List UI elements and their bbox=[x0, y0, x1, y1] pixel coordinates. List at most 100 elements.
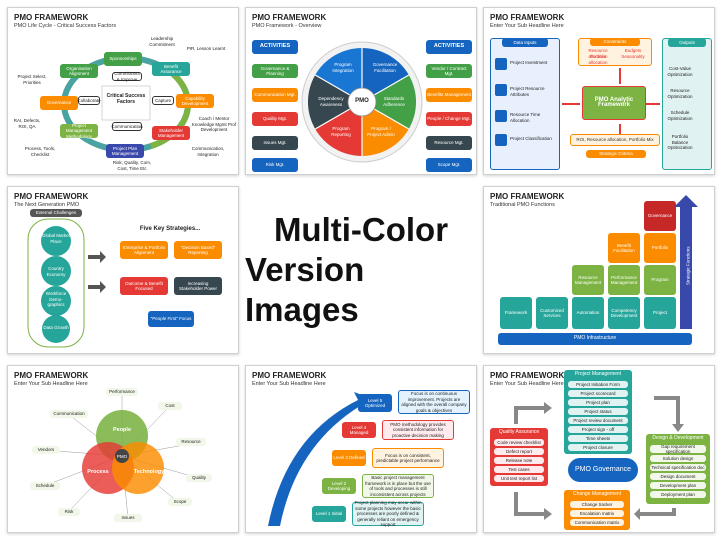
level-desc: Project planning may occur within some p… bbox=[352, 500, 424, 527]
input-item: Project Resource Attributes bbox=[510, 86, 545, 97]
analytic-framework-core: PMO Analytic Framework bbox=[582, 86, 646, 120]
venn-label: Technology bbox=[133, 469, 165, 475]
function-block: Portfolio bbox=[644, 233, 676, 263]
cm-header: Change Management bbox=[572, 491, 622, 497]
constraint-item: Budgets bbox=[624, 48, 642, 53]
slide-analytic-framework[interactable]: PMO FRAMEWORK Enter Your Sub Headline He… bbox=[483, 7, 715, 175]
outputs-header: Outputs bbox=[668, 38, 706, 47]
pmo-infrastructure-base: PMO Infrastructure bbox=[498, 333, 692, 345]
activity-left: Quality Mgt. bbox=[252, 112, 298, 126]
ring-node: Benefit Assurance bbox=[152, 62, 190, 76]
outer-tag: Vendors bbox=[32, 446, 60, 454]
level-desc: Basic project management framework is in… bbox=[362, 474, 434, 498]
wheel-hub: PMO bbox=[355, 98, 369, 104]
pm-item: Project scorecard bbox=[568, 390, 628, 397]
challenge-circle: Workforce Demo-graphics bbox=[45, 291, 67, 307]
ring-node: Capability Development bbox=[176, 94, 214, 108]
pm-item: Project closure bbox=[568, 444, 628, 451]
ring-node: Stakeholder Management bbox=[152, 126, 190, 140]
outer-label: Coach / Mentor Knowledge Mgmt Prof Devel… bbox=[191, 116, 237, 132]
outer-label: Leadership Commitment bbox=[149, 36, 175, 47]
strategies-header: Five Key Strategies... bbox=[139, 226, 201, 232]
input-icons bbox=[495, 58, 660, 146]
dd-item: Technical specification doc bbox=[650, 464, 706, 471]
slide-overview[interactable]: PMO FRAMEWORK PMO Framework - Overview A… bbox=[245, 7, 477, 175]
slide-governance[interactable]: PMO FRAMEWORK Enter Your Sub Headline He… bbox=[483, 365, 715, 533]
slide-title: PMO FRAMEWORK bbox=[14, 13, 89, 22]
level-tag: Level 3 Defined bbox=[332, 450, 366, 466]
qa-item: Defect report bbox=[494, 448, 544, 455]
slide-title: PMO FRAMEWORK bbox=[14, 192, 89, 201]
input-item: Project Investment bbox=[510, 60, 548, 65]
dd-item: Deployment plan bbox=[650, 491, 706, 498]
slide-subtitle: PMO Life Cycle - Critical Success Factor… bbox=[14, 23, 117, 29]
slide-next-generation[interactable]: PMO FRAMEWORK The Next Generation PMO Ex… bbox=[7, 186, 239, 354]
function-block: Performance Management bbox=[608, 265, 640, 295]
slide-title: PMO FRAMEWORK bbox=[252, 371, 327, 380]
level-tag: Level 2 Developing bbox=[322, 478, 356, 494]
slide-venn[interactable]: PMO FRAMEWORK Enter Your Sub Headline He… bbox=[7, 365, 239, 533]
outer-label: Risk, Quality, Com, Cost, Time Etc bbox=[112, 160, 152, 171]
slide-subtitle: Enter Your Sub Headline Here bbox=[490, 23, 564, 29]
cm-item: Change tracker bbox=[570, 501, 624, 508]
slide-traditional-functions[interactable]: PMO FRAMEWORK Traditional PMO Functions … bbox=[483, 186, 715, 354]
function-block: Program bbox=[644, 265, 676, 295]
pm-item: Project sign - off bbox=[568, 426, 628, 433]
strategy-box: Outcome & Benefit Focused bbox=[120, 277, 168, 295]
strategy-box: Enterprise & Portfolio Alignment bbox=[120, 241, 168, 259]
outer-label: Project Select, Priorities bbox=[17, 74, 47, 85]
constraint-item: Portfolio allocation bbox=[588, 54, 608, 65]
wheel-segment: Governance Facilitation bbox=[372, 62, 398, 73]
slide-subtitle: The Next Generation PMO bbox=[14, 202, 80, 208]
slide-title: PMO FRAMEWORK bbox=[490, 192, 565, 201]
wheel-segment: Program Integration bbox=[332, 62, 354, 73]
constraint-item: Seasonality bbox=[621, 54, 645, 59]
function-block: Automation bbox=[572, 297, 604, 329]
wheel-segment: Dependency Awareness bbox=[318, 96, 344, 107]
activity-left: Issues Mgt. bbox=[252, 136, 298, 150]
challenge-circle: Global Market Place bbox=[42, 233, 71, 244]
outer-label: PIR, Lesson Learnt bbox=[186, 46, 226, 51]
qa-item: Code review checklist bbox=[494, 439, 544, 446]
inner-factor: Collaborate bbox=[78, 96, 101, 105]
csf-center-label: Critical Success Factors bbox=[106, 93, 146, 105]
wheel-segment: Standards Adherence bbox=[383, 96, 405, 107]
function-block: Customized Services bbox=[536, 297, 568, 329]
pm-item: Project Initiation Form bbox=[568, 381, 628, 388]
function-block: Project bbox=[644, 297, 676, 329]
ring-node: Sponsorships bbox=[104, 52, 142, 66]
challenge-circles bbox=[27, 218, 106, 348]
venn-label: Process bbox=[87, 469, 109, 475]
outer-tag: Resource bbox=[176, 438, 206, 446]
output-item: Schedule Optimization bbox=[667, 110, 693, 121]
slide-maturity[interactable]: PMO FRAMEWORK Enter Your Sub Headline He… bbox=[245, 365, 477, 533]
qa-item: Release note bbox=[494, 457, 544, 464]
outer-label: RAI, Defects, ROI, QA bbox=[13, 118, 41, 129]
output-item: Portfolio Balance Optimization bbox=[667, 134, 693, 150]
strategy-box: "People First" Focus bbox=[148, 311, 194, 327]
constraint-item: Resource allocation bbox=[588, 48, 608, 59]
activity-right: Resource Mgt. bbox=[426, 136, 472, 150]
dd-item: Development plan bbox=[650, 482, 706, 489]
outer-tag: Quality bbox=[186, 474, 212, 482]
cm-item: Escalation matrix bbox=[570, 510, 624, 517]
level-desc: Focus is on consistent, predictable proj… bbox=[372, 448, 444, 468]
slide-subtitle: PMO Framework - Overview bbox=[252, 23, 322, 29]
outputs-panel bbox=[662, 38, 712, 170]
pmo-wheel bbox=[301, 41, 423, 163]
cm-item: Communication matrix bbox=[570, 519, 624, 526]
slide-life-cycle[interactable]: PMO FRAMEWORK PMO Life Cycle - Critical … bbox=[7, 7, 239, 175]
wheel-segment: Program Reporting bbox=[331, 126, 351, 137]
output-item: Resource Optimization bbox=[667, 88, 693, 99]
slide-subtitle: Enter Your Sub Headline Here bbox=[490, 381, 564, 387]
pm-header: Project Management bbox=[574, 371, 622, 377]
constraints-header: Constraints bbox=[590, 38, 640, 46]
slide-subtitle: Enter Your Sub Headline Here bbox=[252, 381, 326, 387]
challenge-circle: Data Growth bbox=[43, 325, 69, 330]
qa-item: Test cases bbox=[494, 466, 544, 473]
activity-left: Communication Mgt. bbox=[252, 88, 298, 102]
center-caption: Multi-Color Version Images bbox=[245, 186, 477, 354]
bottom-note: ROI, Resource allocation, Portfolio Mix bbox=[570, 134, 660, 146]
qa-header: Quality Assurance bbox=[498, 429, 540, 435]
outer-tag: Communication bbox=[50, 410, 88, 418]
